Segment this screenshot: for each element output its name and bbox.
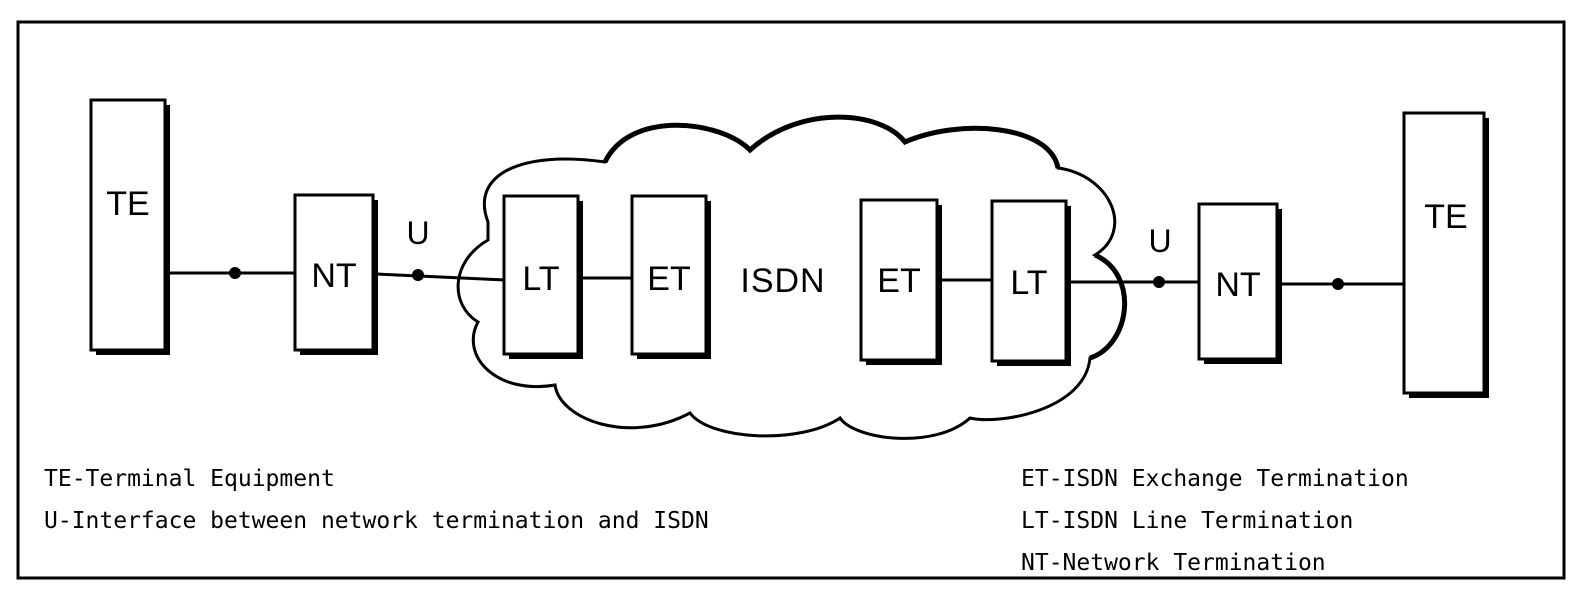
legend-left: TE-Terminal Equipment U-Interface betwee… — [44, 458, 709, 542]
isdn-cloud-outline-accent-right — [1089, 252, 1128, 361]
left-u-label: U — [406, 215, 429, 251]
legend-entry-u: U-Interface between network termination … — [44, 508, 709, 534]
right-et-box: ET — [859, 198, 942, 365]
right-te-box: TE — [1402, 111, 1489, 398]
junction-dot-left-te — [229, 267, 241, 279]
legend-entry-te: TE-Terminal Equipment — [44, 466, 335, 492]
diagram-frame — [16, 20, 1566, 580]
junction-dot-right-te — [1332, 278, 1344, 290]
left-nt-box: NT — [293, 193, 378, 355]
right-lt-label: LT — [1010, 264, 1047, 302]
right-et-label: ET — [877, 262, 920, 300]
isdn-cloud-label: ISDN — [740, 262, 825, 300]
left-et-label: ET — [647, 260, 690, 298]
left-lt-label: LT — [522, 260, 559, 298]
junction-dot-right-u — [1153, 276, 1165, 288]
left-te-label: TE — [106, 185, 149, 223]
isdn-cloud-outline-accent — [602, 114, 1061, 169]
legend-right: ET-ISDN Exchange Termination LT-ISDN Lin… — [1021, 458, 1409, 584]
line-left-nt-to-lt — [375, 272, 506, 282]
left-nt-label: NT — [311, 257, 356, 295]
right-lt-box: LT — [990, 199, 1071, 366]
left-et-box: ET — [630, 194, 711, 359]
right-u-label: U — [1148, 223, 1171, 259]
legend-entry-et: ET-ISDN Exchange Termination — [1021, 466, 1409, 492]
left-lt-box: LT — [502, 194, 583, 359]
right-te-label: TE — [1424, 198, 1467, 236]
right-nt-label: NT — [1215, 266, 1260, 304]
legend-entry-nt: NT-Network Termination — [1021, 550, 1326, 576]
legend-entry-lt: LT-ISDN Line Termination — [1021, 508, 1354, 534]
left-te-box: TE — [89, 98, 170, 355]
junction-dot-left-u — [412, 269, 424, 281]
right-nt-box: NT — [1197, 202, 1282, 364]
